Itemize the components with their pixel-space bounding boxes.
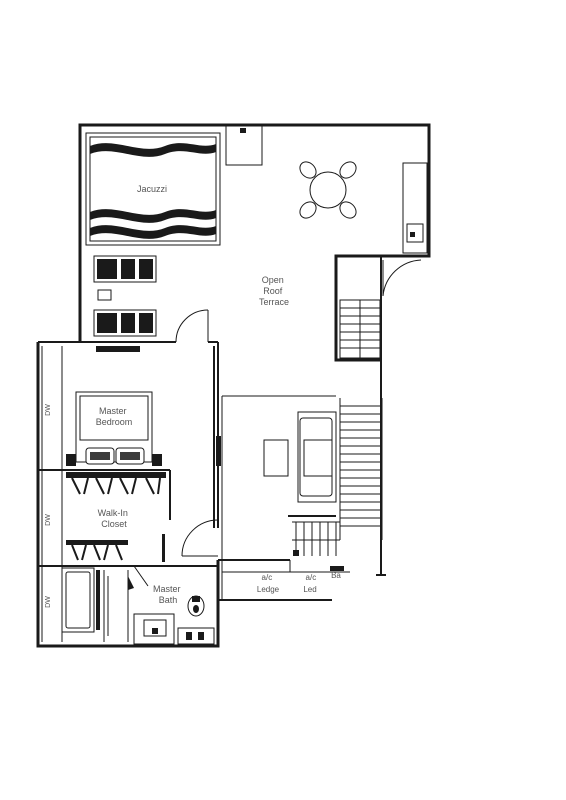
sofa	[297, 411, 337, 503]
room-label-walk-in-closet: Walk-In Closet	[98, 508, 131, 529]
room-label-master-bedroom: Master Bedroom	[96, 406, 133, 427]
outer-walls	[36, 123, 431, 648]
room-label-jacuzzi: Jacuzzi	[137, 184, 167, 194]
room-label-ac-ledge-2: a/c Led	[303, 573, 318, 594]
room-label-ac-ledge-3: Ba	[331, 571, 341, 580]
outdoor-counter	[402, 162, 428, 254]
terrace-staircase	[339, 299, 381, 359]
tag-dw-1: DW	[45, 404, 52, 416]
bathtub	[61, 567, 100, 633]
room-label-terrace: Open Roof Terrace	[259, 275, 289, 307]
coffee-table	[263, 439, 289, 477]
closet-rail-top	[66, 472, 166, 495]
shower-screen	[103, 570, 134, 642]
terrace-door	[382, 259, 422, 297]
room-label-ac-ledge-1: a/c Ledge	[257, 573, 280, 594]
sun-lounger-bottom	[93, 309, 157, 337]
room-label-master-bath: Master Bath	[153, 584, 183, 605]
tag-dw-3: DW	[45, 596, 52, 608]
vanity-basin	[133, 613, 175, 645]
vent-marker	[240, 128, 246, 133]
utility-box	[225, 124, 263, 166]
sun-lounger-top	[93, 255, 157, 283]
jacuzzi: Jacuzzi	[85, 132, 221, 246]
main-staircase	[288, 398, 383, 556]
master-bed	[66, 346, 162, 466]
stair-post-2	[330, 566, 344, 571]
bath-door	[133, 565, 150, 587]
toilet	[187, 595, 205, 617]
side-table	[97, 289, 112, 301]
bedroom-window	[216, 436, 221, 466]
bath-cabinet	[177, 627, 215, 645]
closet-door	[162, 519, 219, 562]
bedroom-terrace-door	[175, 309, 209, 343]
round-dining-table	[299, 161, 357, 219]
stair-post	[293, 550, 299, 556]
tag-dw-2: DW	[45, 514, 52, 526]
closet-rail-bottom	[66, 540, 128, 561]
